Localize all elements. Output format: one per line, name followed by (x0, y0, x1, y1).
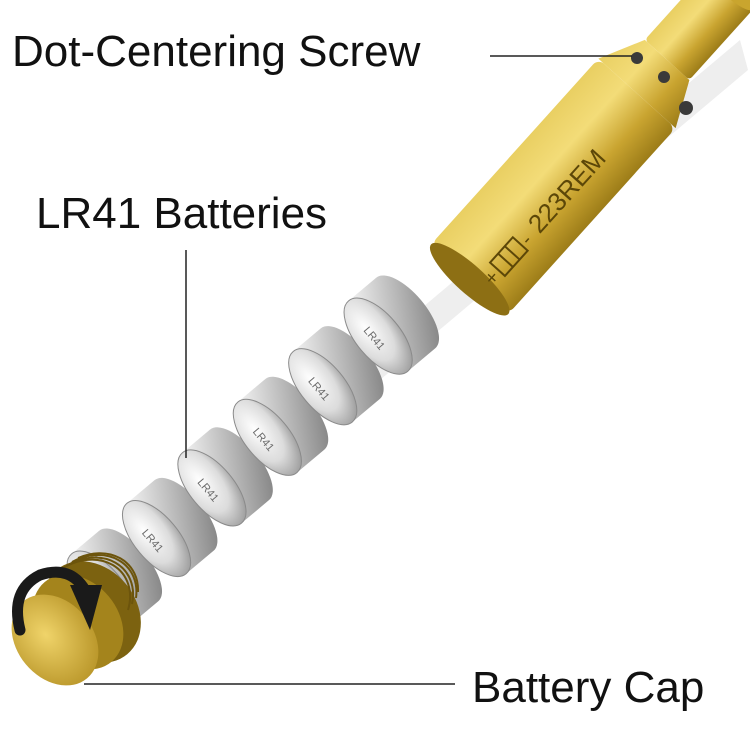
case-shoulder (598, 39, 690, 129)
rotate-arrow-icon (12, 566, 102, 636)
case-neck (646, 0, 750, 79)
callout-lr41-batteries: LR41 Batteries (36, 189, 328, 238)
screw-hole (679, 101, 693, 115)
screw-hole (658, 71, 670, 83)
callout-dot-centering-screw: Dot-Centering Screw (12, 27, 421, 76)
case-base-rim (429, 242, 510, 316)
cartridge-body: 223REM + - (429, 0, 750, 316)
case-body (434, 61, 673, 311)
battery-cell: LR41 (343, 275, 440, 375)
dot-centering-screw (631, 52, 643, 64)
callout-battery-cap: Battery Cap (472, 663, 705, 712)
